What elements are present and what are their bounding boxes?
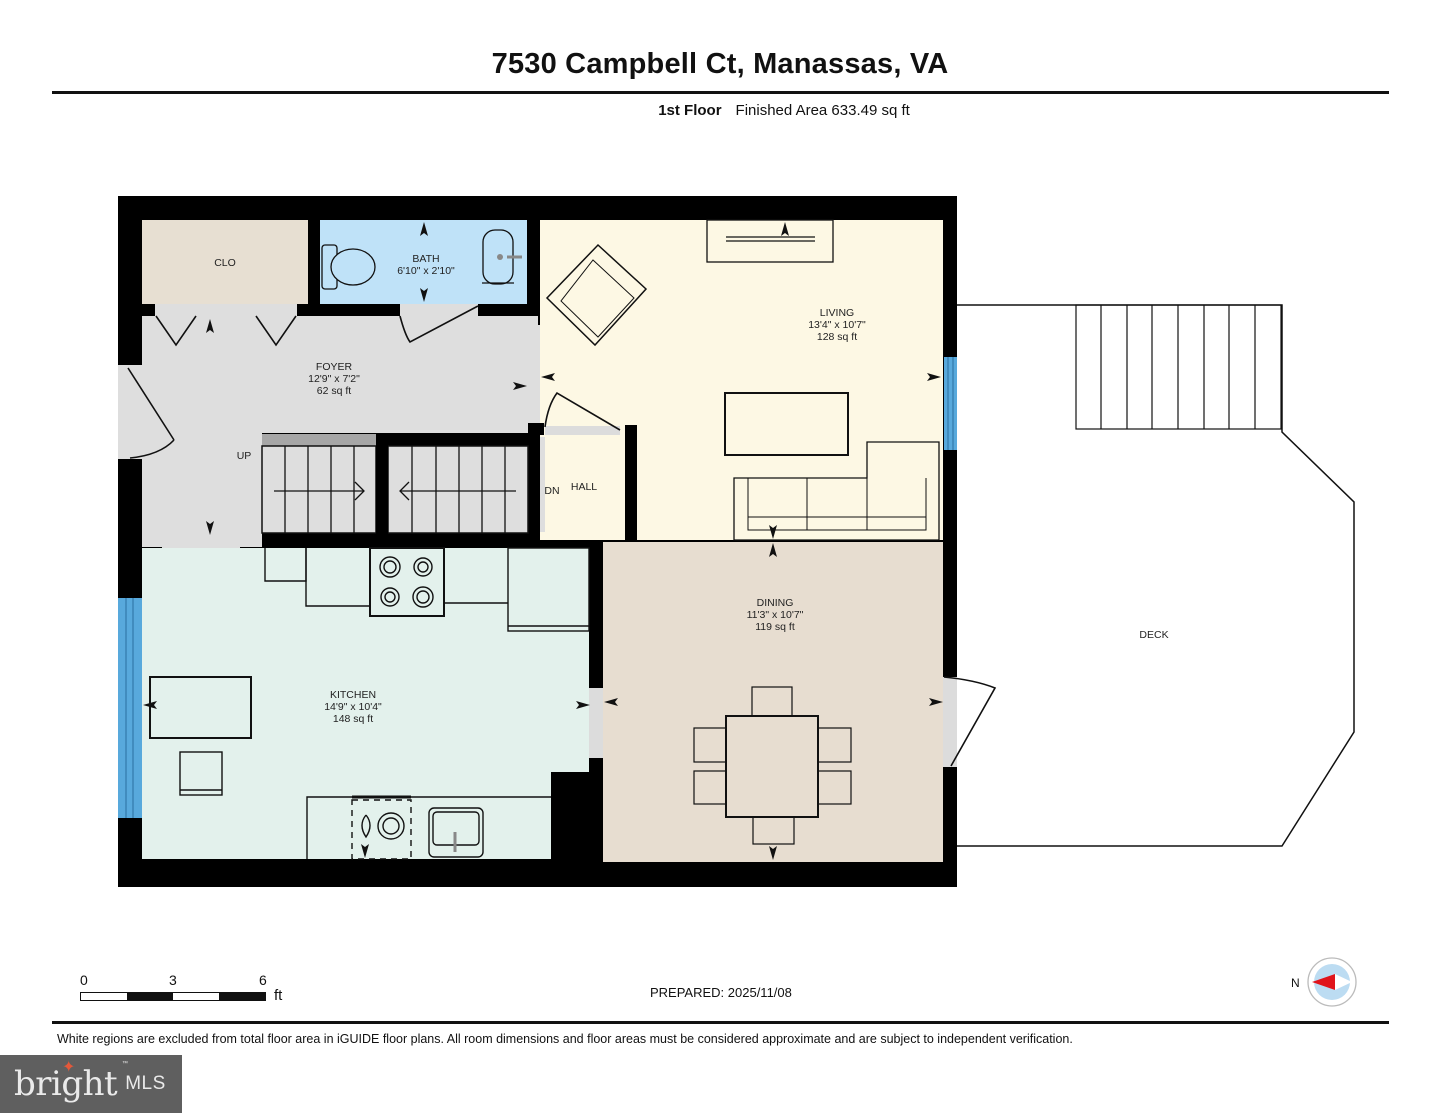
foyer-kitchen-opening bbox=[162, 533, 240, 548]
room-foyer bbox=[142, 316, 538, 433]
footer-divider bbox=[52, 1021, 1389, 1024]
dims-living: 13'4" x 10'7" bbox=[808, 319, 866, 331]
bright-mls-watermark: bright ✦ ™ MLS bbox=[0, 1055, 182, 1113]
room-dining bbox=[603, 542, 943, 862]
page-title: 7530 Campbell Ct, Manassas, VA bbox=[491, 48, 949, 80]
front-door-opening bbox=[118, 365, 142, 459]
dims-bath: 6'10" x 2'10" bbox=[397, 265, 455, 277]
dimension-markers bbox=[143, 222, 943, 860]
kitchen-dining-opening bbox=[589, 688, 603, 758]
watermark-suffix: MLS bbox=[125, 1073, 166, 1094]
room-clo bbox=[142, 220, 308, 304]
scale-bar-graphic bbox=[80, 992, 266, 1001]
stairs-up bbox=[261, 434, 377, 534]
header-divider bbox=[52, 91, 1389, 94]
stairs-down bbox=[387, 445, 529, 534]
prepared-date: PREPARED: 2025/11/08 bbox=[650, 985, 792, 1000]
label-dining: DINING bbox=[757, 597, 794, 609]
dims-kitchen: 14'9" x 10'4" bbox=[324, 701, 382, 713]
watermark-tm: ™ bbox=[122, 1061, 128, 1067]
floor-summary: 1st Floor Finished Area 633.49 sq ft bbox=[0, 102, 1440, 119]
label-hall: HALL bbox=[571, 481, 597, 493]
closet-doors-opening bbox=[155, 304, 297, 316]
foyer-living-opening bbox=[528, 325, 540, 423]
floor-plan: CLO BATH 6'10" x 2'10" FOYER 12'9" x 7'2… bbox=[118, 196, 1355, 887]
area-dining: 119 sq ft bbox=[755, 621, 795, 633]
dining-table bbox=[693, 686, 852, 845]
bath-door-opening bbox=[400, 304, 478, 316]
compass-icon: N bbox=[1291, 957, 1357, 1007]
label-living: LIVING bbox=[820, 307, 854, 319]
window-living bbox=[944, 357, 957, 450]
scale-tick-3: 3 bbox=[169, 972, 177, 988]
area-foyer: 62 sq ft bbox=[317, 385, 352, 397]
doors bbox=[127, 305, 997, 767]
area-living: 128 sq ft bbox=[817, 331, 857, 343]
scale-unit: ft bbox=[274, 987, 283, 1004]
bath-fixtures bbox=[321, 229, 522, 290]
living-furniture bbox=[545, 219, 940, 541]
label-deck: DECK bbox=[1139, 629, 1168, 641]
deck bbox=[955, 304, 1355, 847]
finished-area: Finished Area 633.49 sq ft bbox=[735, 102, 910, 119]
compass-north-label: N bbox=[1291, 976, 1300, 990]
watermark-brand: bright bbox=[14, 1064, 118, 1104]
dims-foyer: 12'9" x 7'2" bbox=[308, 373, 360, 385]
dims-dining: 11'3" x 10'7" bbox=[747, 609, 804, 621]
disclaimer: White regions are excluded from total fl… bbox=[57, 1032, 1073, 1046]
scale-tick-0: 0 bbox=[80, 972, 88, 988]
kitchen-fixtures bbox=[149, 547, 590, 860]
room-hall bbox=[545, 433, 625, 533]
room-kitchen bbox=[142, 548, 551, 859]
label-stairs-up: UP bbox=[237, 450, 252, 462]
label-foyer: FOYER bbox=[316, 361, 353, 373]
area-kitchen: 148 sq ft bbox=[333, 713, 373, 725]
deck-door-opening bbox=[943, 677, 957, 767]
label-clo: CLO bbox=[214, 257, 236, 269]
label-stairs-down: DN bbox=[544, 485, 559, 497]
label-bath: BATH bbox=[412, 253, 439, 265]
star-icon: ✦ bbox=[62, 1059, 76, 1076]
label-kitchen: KITCHEN bbox=[330, 689, 376, 701]
window-kitchen bbox=[118, 598, 142, 818]
deck-stairs bbox=[1075, 304, 1282, 430]
compass: N bbox=[1288, 955, 1358, 1009]
scale-tick-6: 6 bbox=[259, 972, 267, 988]
floor-name: 1st Floor bbox=[658, 102, 722, 119]
